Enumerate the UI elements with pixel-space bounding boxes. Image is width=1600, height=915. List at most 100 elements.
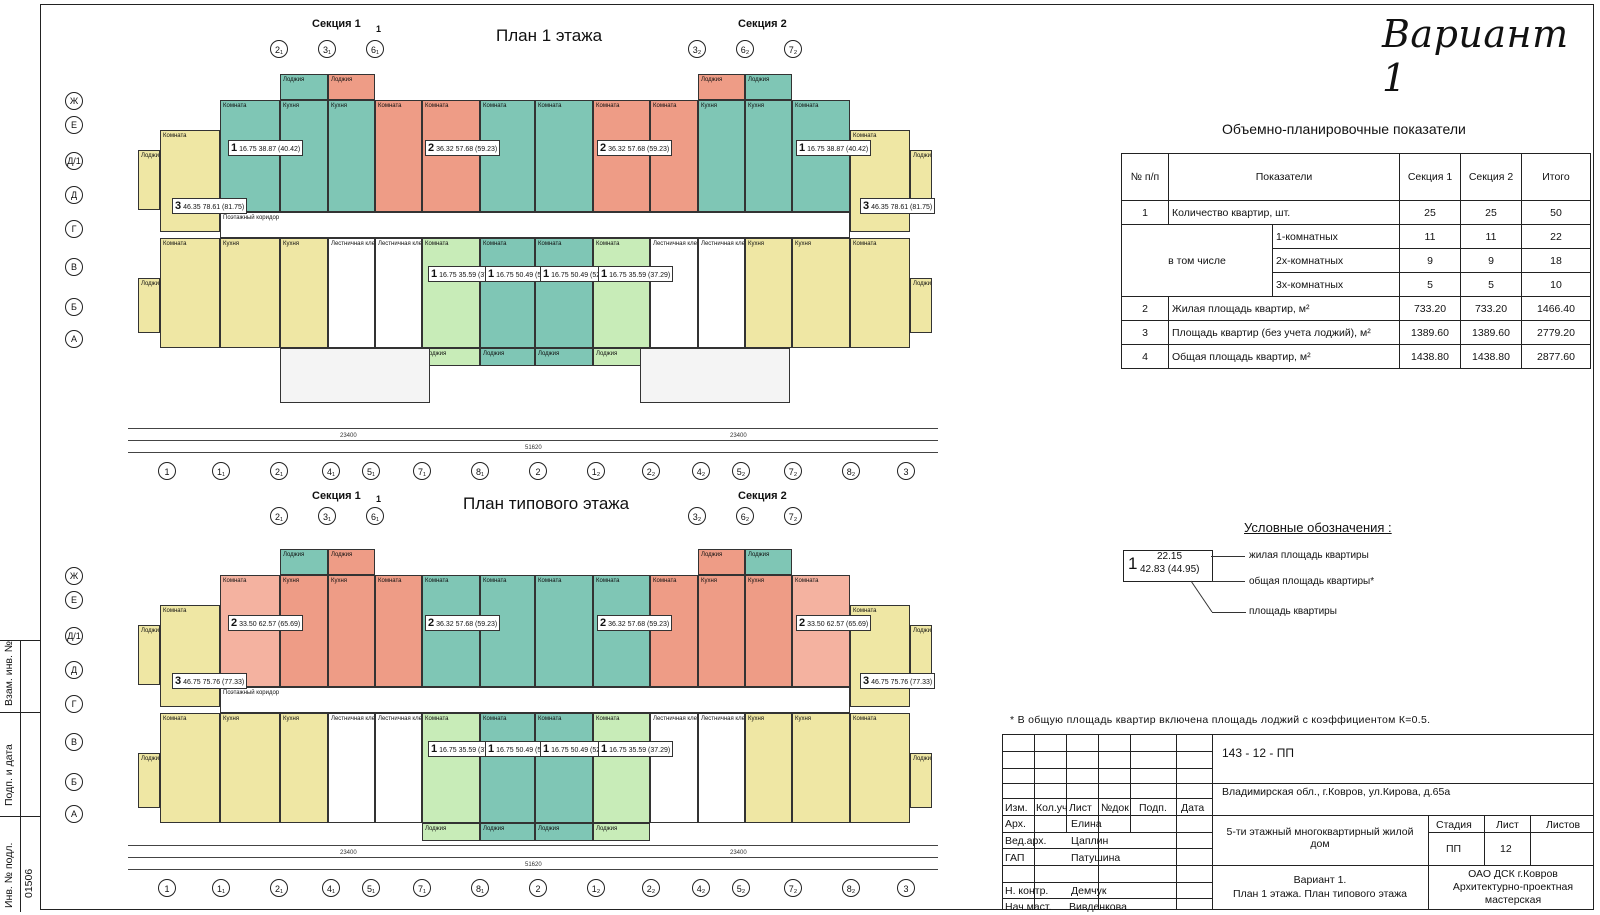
- room-label: Комната: [483, 103, 507, 109]
- room-label: Кухня: [748, 103, 765, 109]
- apartment-living-area: 36.32: [436, 621, 456, 628]
- room: Комната: [422, 238, 480, 348]
- room-label: Кухня: [283, 241, 300, 247]
- room: Лоджия: [593, 823, 650, 841]
- room-label: Лоджия: [596, 351, 618, 357]
- apartment-total-area: 78.61 (81.75): [890, 204, 933, 211]
- room-label: Комната: [483, 241, 507, 247]
- room: Лестничная клетка: [328, 238, 375, 348]
- apartment-rooms: 3: [863, 675, 870, 687]
- room-label: Лестничная клетка: [378, 241, 422, 247]
- room: Комната: [535, 575, 593, 687]
- top-axis-4: 3₂: [688, 40, 706, 58]
- room-label: Комната: [853, 608, 877, 614]
- room: Кухня: [792, 713, 850, 823]
- porch-left: [280, 348, 430, 403]
- room-label: Комната: [538, 716, 562, 722]
- room: Кухня: [328, 100, 375, 212]
- bottom-axis-3: 2₁: [270, 879, 288, 897]
- room: Лоджия: [480, 348, 535, 366]
- plan-1-section-2-label: Секция 2: [738, 18, 787, 30]
- apartment-living-area: 16.75: [439, 272, 459, 279]
- room-label: Комната: [853, 716, 877, 722]
- room-label: Кухня: [748, 716, 765, 722]
- footnote: * В общую площадь квартир включена площа…: [1010, 714, 1431, 726]
- legend-sample-living: 22.15: [1157, 551, 1183, 562]
- room-label: Кухня: [701, 103, 718, 109]
- room: Лоджия: [138, 278, 160, 333]
- row-axis-4: Д: [65, 186, 83, 204]
- apartment-rooms: 3: [863, 200, 870, 212]
- room-label: Комната: [538, 241, 562, 247]
- plan-2-title: План типового этажа: [463, 494, 630, 513]
- apartment-living-area: 16.75: [496, 272, 516, 279]
- room: Комната: [593, 100, 650, 212]
- half-dimension: 23400: [340, 850, 357, 856]
- apartment-total-area: 35.59 (37.29): [628, 747, 671, 754]
- room: Лоджия: [910, 753, 932, 808]
- apartment-living-area: 46.75: [871, 679, 891, 686]
- room: Комната: [535, 100, 593, 212]
- room-label: Поэтажный коридор: [223, 690, 280, 696]
- row-axis-1: Ж: [65, 92, 83, 110]
- apartment-total-area: 38.87 (40.42): [826, 146, 869, 153]
- dimension-line: [128, 869, 938, 870]
- room-label: Комната: [795, 578, 819, 584]
- room-label: Комната: [596, 103, 620, 109]
- top-axis-6: 7₂: [784, 507, 802, 525]
- row-axis-3: Д/1: [65, 152, 83, 170]
- room-label: Комната: [795, 103, 819, 109]
- apartment-living-area: 33.50: [239, 621, 259, 628]
- room: Комната: [220, 100, 280, 212]
- bottom-axis-14: 8₂: [842, 462, 860, 480]
- project-address: Владимирская обл., г.Ковров, ул.Кирова, …: [1222, 786, 1451, 798]
- apartment-total-area: 50.49 (52.39): [515, 747, 558, 754]
- top-axis-3: 6₁: [366, 40, 384, 58]
- room-label: Комната: [378, 578, 402, 584]
- bottom-axis-11: 4₂: [692, 462, 710, 480]
- room-label: Кухня: [795, 716, 812, 722]
- room: Лоджия: [698, 549, 745, 575]
- room: Лестничная клетка: [698, 238, 745, 348]
- room-label: Комната: [378, 103, 402, 109]
- apartment-living-area: 16.75: [609, 747, 629, 754]
- bottom-axis-15: 3: [897, 879, 915, 897]
- row-axis-5: Г: [65, 695, 83, 713]
- room: Комната: [480, 100, 535, 212]
- apartment-total-area: 57.68 (59.23): [627, 621, 670, 628]
- top-axis-1: 2₁: [270, 40, 288, 58]
- room: Кухня: [220, 238, 280, 348]
- bottom-axis-1: 1: [158, 462, 176, 480]
- room-label: Лоджия: [483, 826, 505, 832]
- col-number: № п/п: [1121, 153, 1169, 201]
- room-label: Кухня: [795, 241, 812, 247]
- room: Лоджия: [698, 74, 745, 100]
- bottom-axis-4: 4₁: [322, 462, 340, 480]
- room: Лоджия: [138, 625, 160, 685]
- room: Кухня: [280, 100, 328, 212]
- col-total: Итого: [1521, 153, 1591, 201]
- room-label: Кухня: [283, 578, 300, 584]
- room: Комната: [850, 238, 910, 348]
- drawing-title-1: Вариант 1.: [1293, 874, 1347, 886]
- legend-sample-box: [1123, 550, 1213, 582]
- apartment-living-area: 36.32: [436, 146, 456, 153]
- room: Лестничная клетка: [650, 238, 698, 348]
- room: Кухня: [280, 713, 328, 823]
- apartment-rooms: 2: [428, 617, 435, 629]
- room-label: Лоджия: [425, 826, 447, 832]
- plan-1-cut-marker: 1: [376, 24, 382, 34]
- room-label: Кухня: [283, 103, 300, 109]
- variant-title: Вариант 1: [1382, 12, 1569, 100]
- total-dimension: 51620: [525, 445, 542, 451]
- bottom-axis-2: 1₁: [212, 879, 230, 897]
- room: Комната: [220, 575, 280, 687]
- legend-sample-total: 42.83 (44.95): [1140, 564, 1200, 575]
- title-block: [1002, 734, 1594, 910]
- organization: ОАО ДСК г.Ковров Архитектурно-проектная …: [1452, 868, 1574, 906]
- plan-2-section-1-label: Секция 1: [312, 490, 361, 502]
